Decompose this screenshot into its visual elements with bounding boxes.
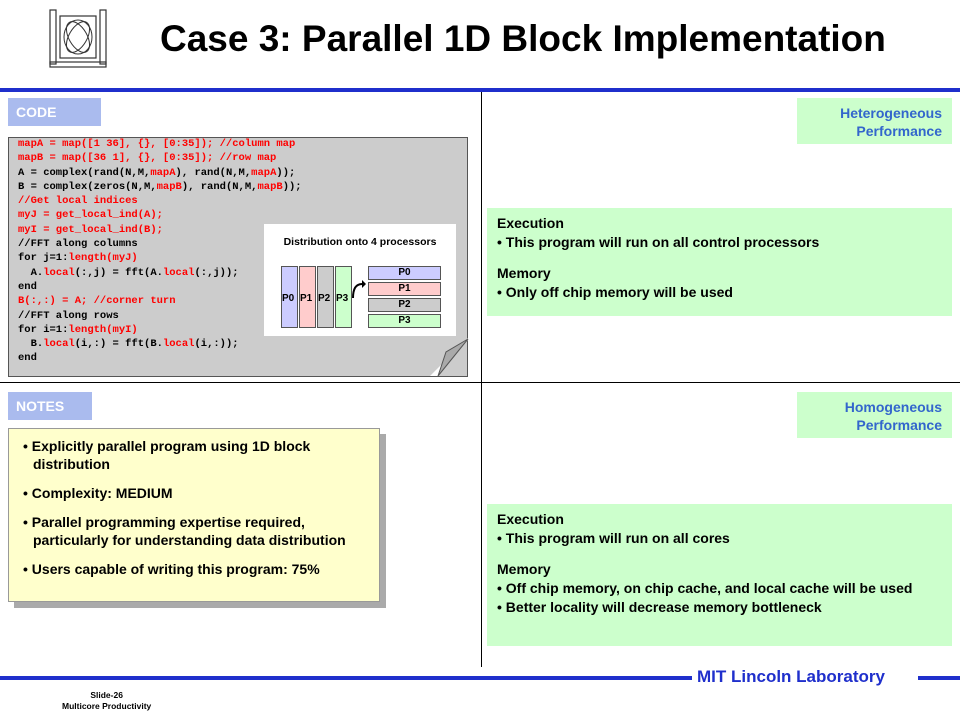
distribution-title: Distribution onto 4 processors [283, 236, 437, 248]
curved-arrow-icon [352, 280, 366, 299]
code-token: mapA [251, 166, 277, 179]
code-listing: mapA = map([1 36], {}, [0:35]); //column… [18, 137, 302, 366]
memory-heading: Memory [497, 561, 551, 577]
code-line: //FFT along columns [18, 237, 302, 251]
execution-item: • This program will run on all control p… [497, 234, 820, 250]
execution-heading: Execution [497, 215, 564, 231]
code-line: myI = get_local_ind(B); [18, 223, 302, 237]
code-token: mapB = map([36 1], {}, [0:35]); //row ma… [18, 152, 277, 165]
code-token: local [43, 266, 75, 279]
homogeneous-performance-label: Homogeneous Performance [797, 392, 952, 438]
code-token: for i=1: [18, 323, 69, 336]
heterogeneous-performance-label: Heterogeneous Performance [797, 98, 952, 144]
distribution-column-label: P0 [282, 293, 295, 304]
horizontal-divider [0, 382, 960, 383]
code-token: local [162, 338, 195, 351]
code-token: myJ = get_local_ind(A); [18, 209, 163, 222]
distribution-column-block [317, 266, 334, 328]
distribution-column-block [299, 266, 316, 328]
code-line: end [18, 351, 302, 365]
code-line: myJ = get_local_ind(A); [18, 208, 302, 222]
code-tag: CODE [8, 98, 101, 126]
memory-item: • Off chip memory, on chip cache, and lo… [497, 580, 913, 596]
code-token: ), rand(N,M, [175, 166, 252, 179]
code-token: mapA [150, 166, 176, 179]
vertical-divider [481, 92, 482, 667]
code-token: (i,:)); [194, 338, 239, 351]
code-token: local [162, 266, 195, 279]
code-token: (:,j) = fft(A. [74, 266, 163, 279]
memory-heading: Memory [497, 265, 551, 281]
distribution-column-label: P1 [300, 293, 313, 304]
notes-box: • Explicitly parallel program using 1D b… [8, 428, 380, 602]
note-item: • Parallel programming expertise require… [23, 514, 346, 548]
mit-ll-logo-icon [49, 9, 107, 68]
distribution-column-label: P3 [336, 293, 349, 304]
notes-tag: NOTES [8, 392, 92, 420]
code-token: B = complex(zeros(N,M, [18, 180, 157, 193]
code-line: A = complex(rand(N,M,mapA), rand(N,M,map… [18, 166, 302, 180]
bottom-divider-right [918, 676, 960, 680]
distribution-row-block: P1 [368, 282, 441, 296]
note-item: • Complexity: MEDIUM [23, 485, 173, 501]
code-line: mapB = map([36 1], {}, [0:35]); //row ma… [18, 151, 302, 165]
code-line: A.local(:,j) = fft(A.local(:,j)); [18, 266, 302, 280]
code-token: length(myI) [68, 323, 138, 336]
distribution-row-block: P3 [368, 314, 441, 328]
code-line: //FFT along rows [18, 309, 302, 323]
slide-title: Case 3: Parallel 1D Block Implementation [160, 18, 886, 59]
code-token: B(:,:) = A; //corner turn [18, 295, 176, 308]
slide-info: Slide-26 Multicore Productivity [62, 690, 151, 712]
distribution-row-block: P0 [368, 266, 441, 280]
code-token: //FFT along columns [18, 238, 138, 251]
code-token: )); [282, 180, 302, 193]
execution-heading: Execution [497, 511, 564, 527]
code-token: (i,:) = fft(B. [74, 338, 163, 351]
code-token: mapB [156, 180, 182, 193]
code-token: //Get local indices [18, 195, 138, 208]
code-token: length(myJ) [68, 252, 138, 265]
distribution-row-block: P2 [368, 298, 441, 312]
code-token: ), rand(N,M, [181, 180, 258, 193]
bottom-divider-left [0, 676, 692, 680]
code-line: B = complex(zeros(N,M,mapB), rand(N,M,ma… [18, 180, 302, 194]
note-item: • Users capable of writing this program:… [23, 561, 320, 577]
note-item: • Explicitly parallel program using 1D b… [23, 438, 311, 472]
memory-item: • Better locality will decrease memory b… [497, 599, 822, 615]
code-token: mapB [257, 180, 283, 193]
execution-item: • This program will run on all cores [497, 530, 730, 546]
code-token: )); [276, 166, 296, 179]
code-token: A = complex(rand(N,M, [18, 166, 151, 179]
code-token: for j=1: [18, 252, 69, 265]
heterogeneous-exec-box: Execution • This program will run on all… [487, 208, 952, 316]
code-token: end [18, 280, 37, 293]
slide-number: Slide-26 [90, 690, 123, 700]
course-name: Multicore Productivity [62, 701, 152, 711]
distribution-column-label: P2 [318, 293, 331, 304]
distribution-column-block [281, 266, 298, 328]
code-line: B(:,:) = A; //corner turn [18, 294, 302, 308]
code-token: end [18, 352, 37, 365]
page-curl-icon [430, 338, 469, 377]
code-line: for j=1:length(myJ) [18, 251, 302, 265]
code-line: //Get local indices [18, 194, 302, 208]
code-line: mapA = map([1 36], {}, [0:35]); //column… [18, 137, 302, 151]
lab-name: MIT Lincoln Laboratory [697, 667, 885, 686]
code-token: myI = get_local_ind(B); [18, 223, 163, 236]
top-divider [0, 88, 960, 92]
code-token: (:,j)); [194, 266, 239, 279]
distribution-column-block [335, 266, 352, 328]
code-token: B. [18, 338, 44, 351]
code-token: A. [18, 266, 44, 279]
code-line: for i=1:length(myI) [18, 323, 302, 337]
code-token: //FFT along rows [18, 309, 119, 322]
code-token: local [43, 338, 75, 351]
memory-item: • Only off chip memory will be used [497, 284, 733, 300]
code-line: B.local(i,:) = fft(B.local(i,:)); [18, 337, 302, 351]
code-token: mapA = map([1 36], {}, [0:35]); //column… [18, 138, 296, 150]
code-line: end [18, 280, 302, 294]
homogeneous-exec-box: Execution • This program will run on all… [487, 504, 952, 646]
